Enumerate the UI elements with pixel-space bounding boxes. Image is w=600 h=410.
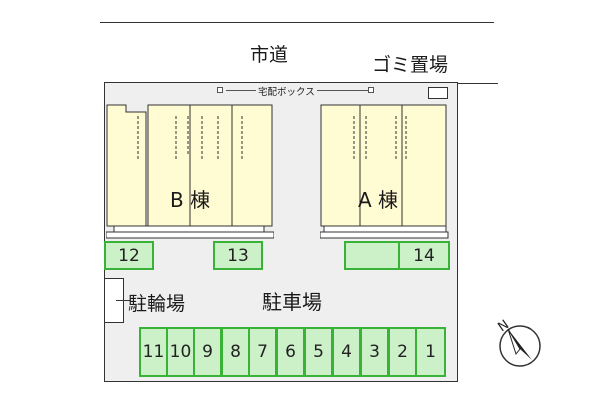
- building-b-label: B 棟: [170, 188, 211, 212]
- garbage-area: [428, 87, 448, 99]
- bicycle-parking-label: 駐輪場: [128, 293, 186, 315]
- building-b-unit-1: [106, 104, 147, 227]
- delivery-box-left: [217, 87, 223, 93]
- parking-stall-3: 3: [360, 327, 389, 377]
- parking-area-label: 駐車場: [262, 290, 322, 314]
- parking-stall-8: 8: [221, 327, 250, 377]
- building-b-unit-4: [231, 104, 273, 227]
- parking-stall-11: 11: [139, 327, 168, 377]
- parking-stall-1: 1: [415, 327, 446, 377]
- garbage-label: ゴミ置場: [372, 54, 449, 76]
- parking-stall-6: 6: [276, 327, 305, 377]
- parking-stall-13: 13: [213, 241, 263, 270]
- parking-stall-10: 10: [166, 327, 195, 377]
- parking-stall-2: 2: [388, 327, 417, 377]
- building-a: [320, 104, 449, 239]
- building-a-unit-3: [401, 104, 447, 227]
- bicycle-leader-line: [116, 300, 130, 301]
- building-a-label: A 棟: [358, 188, 399, 212]
- parking-stall-12: 12: [104, 241, 154, 270]
- compass-needle-light: [507, 328, 521, 356]
- road-label: 市道: [250, 44, 289, 66]
- delivery-box-label: 宅配ボックス: [256, 84, 317, 98]
- road-edge-top: [100, 22, 494, 23]
- compass-icon: N: [495, 317, 541, 367]
- parking-stall-5: 5: [304, 327, 333, 377]
- parking-stall-4: 4: [332, 327, 361, 377]
- compass-needle-dark: [508, 329, 532, 360]
- parking-stall-9: 9: [193, 327, 222, 377]
- parking-stall-7: 7: [248, 327, 277, 377]
- building-b: [106, 104, 274, 239]
- parking-stall-14a: [344, 241, 400, 270]
- parking-stall-14: 14: [398, 241, 450, 270]
- delivery-box-right: [368, 87, 374, 93]
